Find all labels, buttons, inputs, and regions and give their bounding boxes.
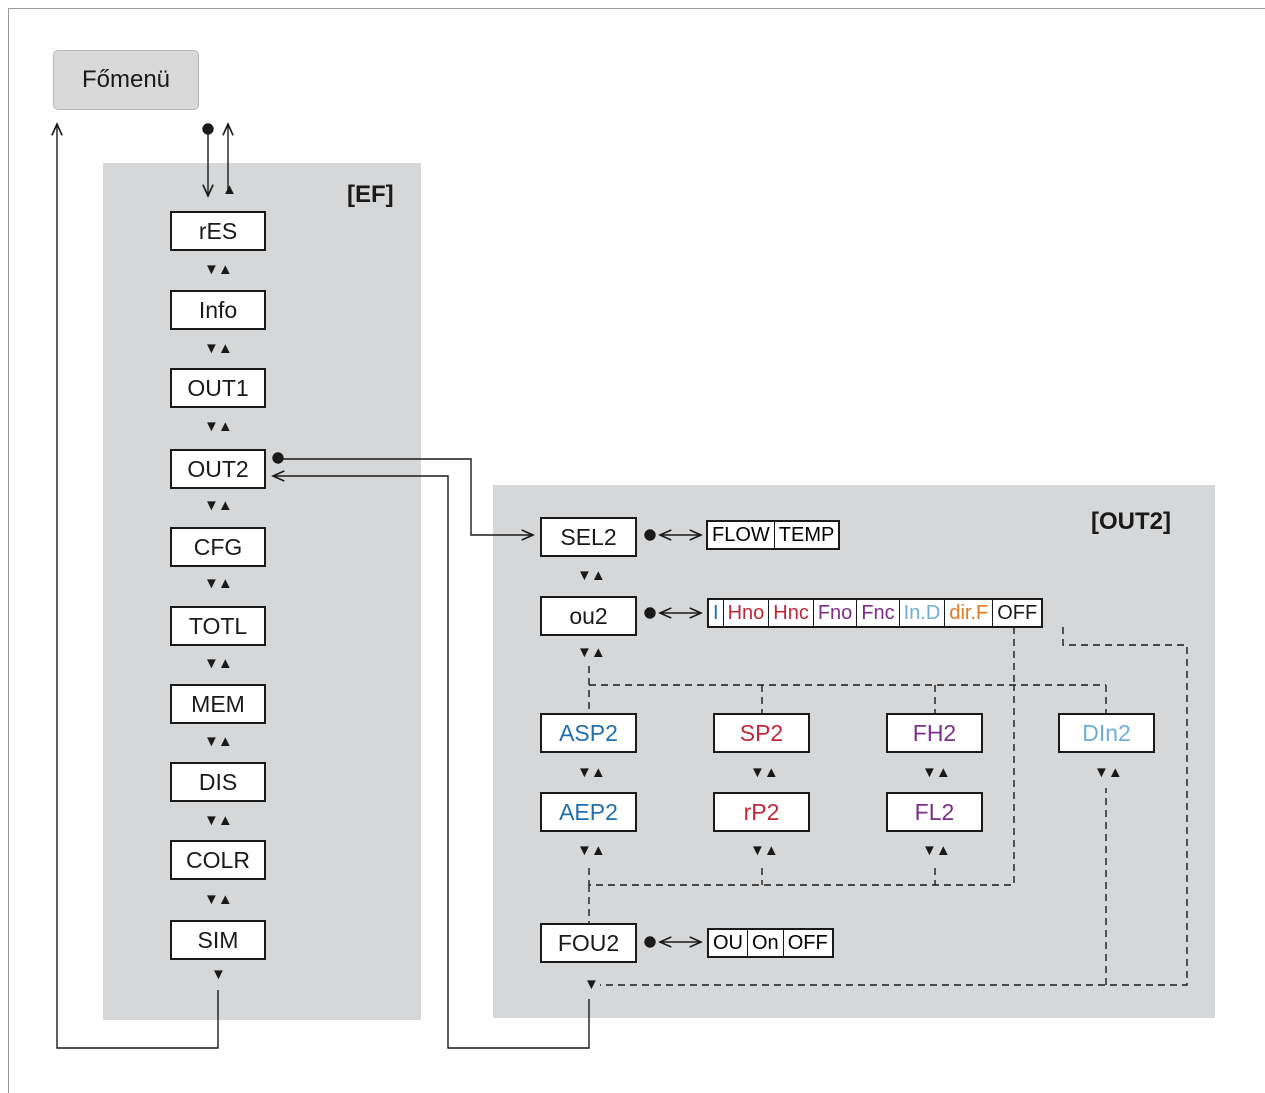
enter-out2-line	[283, 458, 533, 535]
nav-arrows: ▼▲	[577, 842, 606, 859]
menu-item-dis[interactable]: DIS	[170, 762, 266, 802]
nav-arrows: ▼▲	[204, 418, 233, 435]
nav-arrows: ▼▲	[204, 812, 233, 829]
menu-item-sim[interactable]: SIM	[170, 920, 266, 960]
option[interactable]: I	[713, 601, 719, 624]
option[interactable]: In.D	[898, 600, 945, 626]
option[interactable]: Hnc	[768, 600, 813, 626]
nav-arrows: ▲	[222, 181, 237, 198]
option[interactable]: FLOW	[712, 523, 770, 546]
menu-item-totl[interactable]: TOTL	[170, 606, 266, 646]
join-line	[588, 685, 1015, 886]
option[interactable]: On	[747, 930, 783, 956]
sel2-options: FLOW TEMP	[706, 520, 841, 550]
select-dot	[644, 529, 656, 541]
nav-arrows: ▼▲	[750, 842, 779, 859]
ou2-options: I Hno Hnc Fno Fnc In.D dir.F OFF	[707, 598, 1044, 628]
param-asp2[interactable]: ASP2	[540, 713, 637, 753]
menu-item-colr[interactable]: COLR	[170, 840, 266, 880]
param-fh2[interactable]: FH2	[886, 713, 983, 753]
select-dot	[272, 452, 284, 464]
nav-arrows: ▼▲	[204, 497, 233, 514]
nav-arrows: ▼▲	[204, 891, 233, 908]
nav-arrows: ▼▲	[1094, 764, 1123, 781]
outer-frame	[8, 8, 1265, 1093]
nav-arrows: ▼▲	[577, 644, 606, 661]
nav-arrows: ▼▲	[204, 733, 233, 750]
param-rp2[interactable]: rP2	[713, 792, 810, 832]
nav-arrows: ▼▲	[204, 261, 233, 278]
main-menu-button[interactable]: Főmenü	[53, 50, 199, 110]
off-line	[600, 627, 1188, 986]
out2-panel-label: [OUT2]	[1091, 508, 1171, 535]
nav-arrows: ▼▲	[577, 567, 606, 584]
menu-item-out2[interactable]: OUT2	[170, 449, 266, 489]
param-ou2[interactable]: ou2	[540, 596, 637, 636]
option[interactable]: Fnc	[856, 600, 898, 626]
param-sp2[interactable]: SP2	[713, 713, 810, 753]
menu-item-cfg[interactable]: CFG	[170, 527, 266, 567]
select-dot	[644, 936, 656, 948]
nav-arrows: ▼▲	[750, 764, 779, 781]
menu-item-out1[interactable]: OUT1	[170, 368, 266, 408]
param-fl2[interactable]: FL2	[886, 792, 983, 832]
fou2-options: OU On OFF	[707, 928, 834, 958]
nav-arrows: ▼▲	[922, 842, 951, 859]
param-sel2[interactable]: SEL2	[540, 517, 637, 557]
nav-down-arrow: ▼	[584, 976, 599, 993]
option[interactable]: TEMP	[773, 522, 839, 548]
return-line	[57, 124, 219, 1049]
nav-arrows: ▼▲	[922, 764, 951, 781]
option[interactable]: Fno	[812, 600, 856, 626]
menu-item-mem[interactable]: MEM	[170, 684, 266, 724]
menu-item-res[interactable]: rES	[170, 211, 266, 251]
param-fou2[interactable]: FOU2	[540, 923, 637, 963]
ef-panel-label: [EF]	[347, 181, 394, 208]
option[interactable]: OFF	[782, 930, 832, 956]
return-out2-line	[273, 476, 590, 1049]
nav-arrows: ▼▲	[577, 764, 606, 781]
option[interactable]: OU	[713, 931, 743, 954]
param-aep2[interactable]: AEP2	[540, 792, 637, 832]
select-dot	[644, 607, 656, 619]
select-dot	[202, 123, 214, 135]
nav-arrows: ▼▲	[204, 655, 233, 672]
option[interactable]: dir.F	[944, 600, 992, 626]
menu-item-info[interactable]: Info	[170, 290, 266, 330]
nav-down-arrow: ▼	[211, 966, 226, 983]
param-din2[interactable]: DIn2	[1058, 713, 1155, 753]
nav-arrows: ▼▲	[204, 340, 233, 357]
nav-arrows: ▼▲	[204, 575, 233, 592]
option[interactable]: Hno	[722, 600, 769, 626]
option[interactable]: OFF	[992, 600, 1041, 626]
